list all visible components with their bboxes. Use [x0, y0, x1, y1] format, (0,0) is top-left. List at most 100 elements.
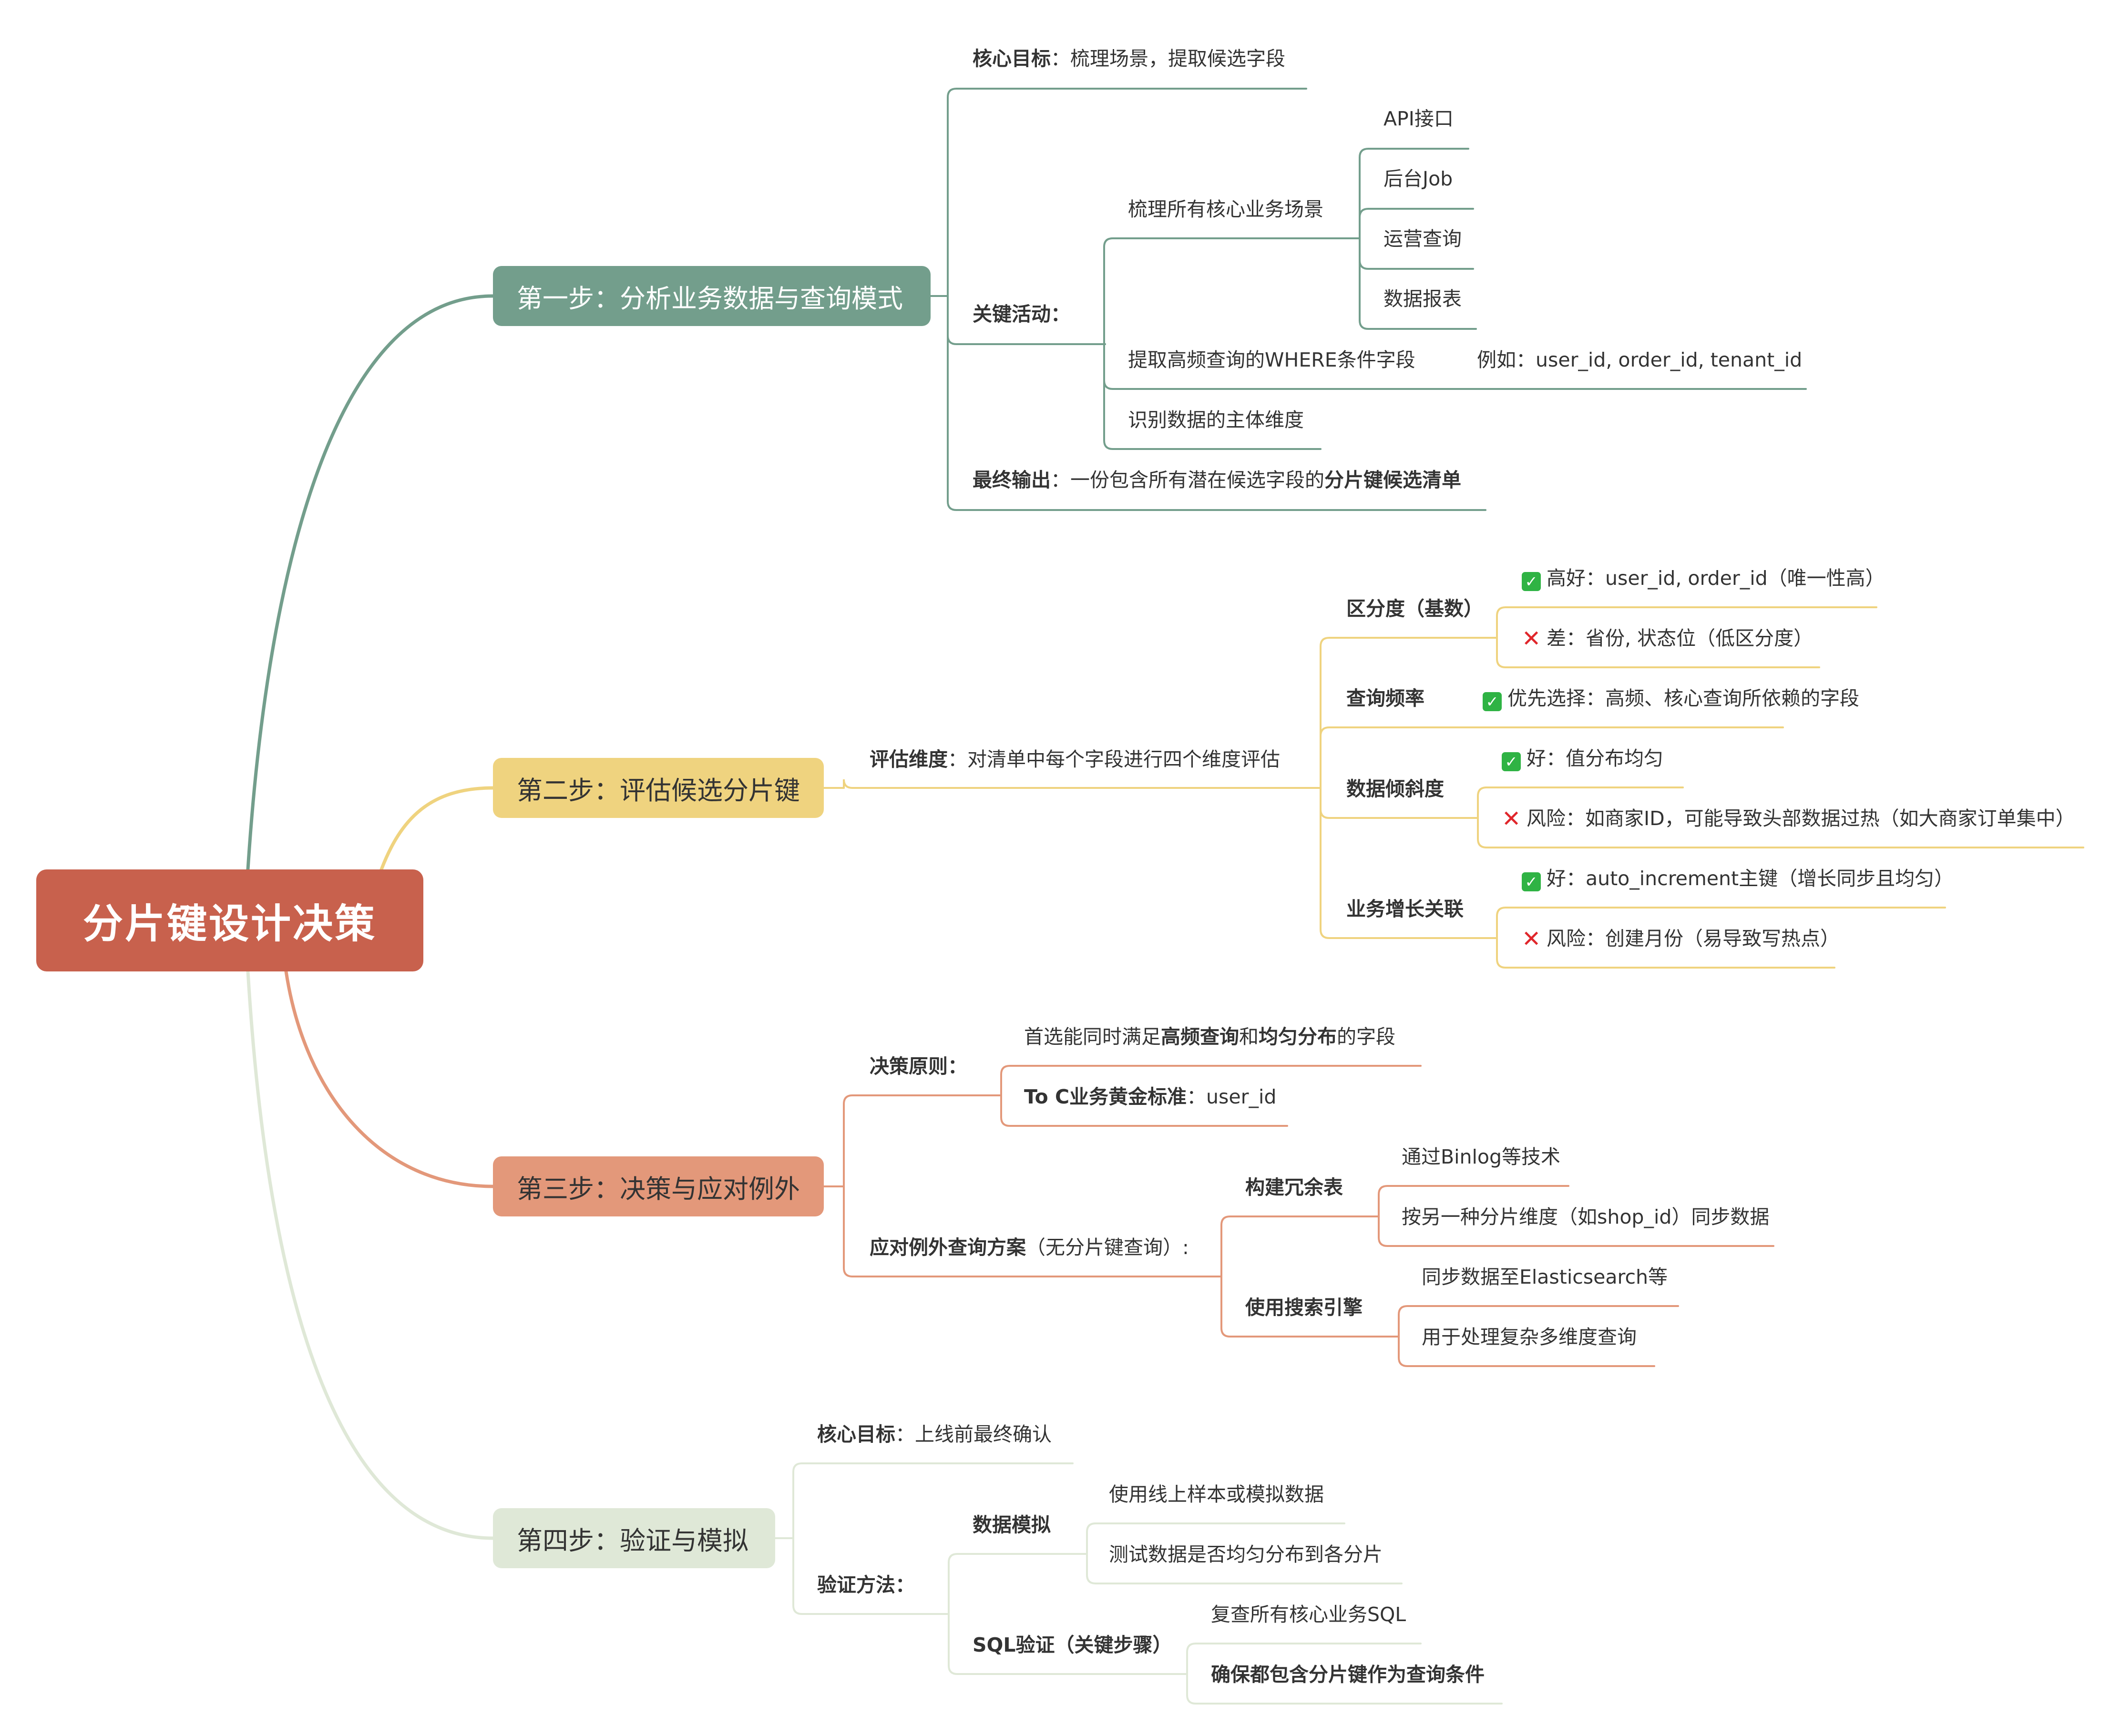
connector-step4-edge-1 — [792, 1537, 950, 1615]
golden-standard[interactable]: To C业务黄金标准：user_id — [1024, 1085, 1276, 1109]
connector-growth-edge-1 — [1496, 937, 1835, 969]
step3-exception[interactable]: 应对例外查询方案（无分片键查询）: — [870, 1236, 1189, 1259]
check-icon: ✓ — [1522, 572, 1541, 591]
data-simulation[interactable]: 数据模拟 — [973, 1513, 1051, 1536]
connector-sql-edge-1 — [1186, 1673, 1503, 1705]
skew-bad[interactable]: ✕风险：如商家ID，可能导致头部数据过热（如大商家订单集中） — [1502, 807, 2075, 830]
cardinality-good-text: 高好：user_id, order_id（唯一性高） — [1547, 567, 1885, 590]
connector-step4-edge-0 — [792, 1462, 1074, 1539]
golden-value: ：user_id — [1187, 1085, 1277, 1108]
sql-item-1[interactable]: 复查所有核心业务SQL — [1211, 1603, 1406, 1626]
connector-step2-dims-edge-1 — [1320, 726, 1784, 789]
cardinality-good[interactable]: ✓ 高好：user_id, order_id（唯一性高） — [1522, 566, 1885, 591]
frequency-good[interactable]: ✓优先选择：高频、核心查询所依赖的字段 — [1483, 686, 1859, 711]
growth-bad[interactable]: ✕风险：创建月份（易导致写热点） — [1522, 927, 1840, 950]
step1-dimension[interactable]: 识别数据的主体维度 — [1128, 408, 1304, 431]
golden-key: To C业务黄金标准 — [1024, 1085, 1187, 1108]
connector-step1-scenarios-edge-1 — [1359, 208, 1474, 239]
check-icon: ✓ — [1483, 692, 1502, 711]
connector-step3-edge-1 — [843, 1185, 1222, 1277]
step1-goal[interactable]: 核心目标：梳理场景，提取候选字段 — [973, 47, 1285, 71]
exception-value: （无分片键查询）: — [1026, 1236, 1189, 1259]
connector-sql-edge-0 — [1186, 1643, 1422, 1675]
connector-sim-edge-1 — [1086, 1553, 1403, 1584]
sim-item-2[interactable]: 测试数据是否均匀分布到各分片 — [1109, 1543, 1383, 1566]
redundant-table[interactable]: 构建冗余表 — [1245, 1176, 1343, 1199]
connector-sim-edge-0 — [1086, 1522, 1345, 1555]
connector-root-step4 — [246, 970, 495, 1540]
connector-step2-edge-0 — [843, 779, 1322, 789]
branch-step1[interactable]: 第一步：分析业务数据与查询模式 — [493, 266, 931, 326]
redundant-item-2[interactable]: 按另一种分片维度（如shop_id）同步数据 — [1402, 1205, 1770, 1228]
scenario-report[interactable]: 数据报表 — [1383, 287, 1462, 310]
step1-activities[interactable]: 关键活动： — [973, 303, 1070, 326]
growth-good[interactable]: ✓好：auto_increment主键（增长同步且均匀） — [1522, 867, 1954, 891]
principle-mid: 和 — [1239, 1025, 1259, 1048]
dim-cardinality[interactable]: 区分度（基数） — [1346, 597, 1483, 620]
step1-output[interactable]: 最终输出：一份包含所有潜在候选字段的分片键候选清单 — [973, 468, 1461, 492]
step1-output-key: 最终输出 — [973, 469, 1051, 491]
connector-search-edge-0 — [1398, 1305, 1679, 1338]
step1-output-mid: ：一份包含所有潜在候选字段的 — [1051, 469, 1324, 491]
connector-step1-activities-edge-0 — [1103, 237, 1361, 345]
check-icon: ✓ — [1522, 872, 1541, 891]
branch-step4[interactable]: 第四步：验证与模拟 — [493, 1508, 775, 1568]
connector-exception-edge-1 — [1220, 1276, 1400, 1338]
step4-goal-value: ：上线前最终确认 — [895, 1423, 1052, 1446]
sql-item-2[interactable]: 确保都包含分片键作为查询条件 — [1211, 1663, 1485, 1686]
branch-step2[interactable]: 第二步：评估候选分片键 — [493, 758, 824, 818]
step1-where-example[interactable]: 例如：user_id, order_id, tenant_id — [1477, 348, 1803, 371]
step2-eval[interactable]: 评估维度：对清单中每个字段进行四个维度评估 — [870, 747, 1280, 771]
dim-frequency[interactable]: 查询频率 — [1346, 687, 1424, 710]
step4-goal[interactable]: 核心目标：上线前最终确认 — [817, 1422, 1052, 1446]
cardinality-bad[interactable]: ✕差：省份, 状态位（低区分度） — [1522, 626, 1813, 650]
principle-bold-1: 高频查询 — [1161, 1025, 1239, 1048]
step1-where[interactable]: 提取高频查询的WHERE条件字段 — [1128, 348, 1415, 371]
connector-principle-edge-0 — [1000, 1065, 1422, 1096]
principle-text[interactable]: 首选能同时满足高频查询和均匀分布的字段 — [1024, 1025, 1395, 1049]
connector-skew-edge-0 — [1477, 786, 1684, 819]
check-icon: ✓ — [1502, 752, 1521, 771]
sql-verify[interactable]: SQL验证（关键步骤） — [973, 1634, 1172, 1656]
step4-goal-key: 核心目标 — [817, 1423, 895, 1446]
step3-principle[interactable]: 决策原则： — [870, 1055, 967, 1078]
search-engine[interactable]: 使用搜索引擎 — [1245, 1296, 1363, 1319]
skew-good-text: 好：值分布均匀 — [1527, 747, 1663, 770]
skew-good[interactable]: ✓ 好：值分布均匀 — [1502, 746, 1663, 771]
cross-icon: ✕ — [1522, 625, 1541, 652]
step4-method[interactable]: 验证方法： — [817, 1573, 915, 1596]
dim-growth[interactable]: 业务增长关联 — [1346, 898, 1464, 920]
scenario-job[interactable]: 后台Job — [1383, 167, 1453, 190]
step2-eval-value: ：对清单中每个字段进行四个维度评估 — [948, 748, 1280, 771]
connector-step1-scenarios-edge-0 — [1359, 148, 1469, 239]
root-topic[interactable]: 分片键设计决策 — [36, 869, 423, 971]
connector-redundant-edge-1 — [1378, 1215, 1774, 1247]
dim-skew[interactable]: 数据倾斜度 — [1346, 777, 1444, 800]
search-item-2[interactable]: 用于处理复杂多维度查询 — [1422, 1326, 1637, 1348]
connector-method-edge-1 — [948, 1613, 1188, 1675]
connector-step2-dims-edge-0 — [1320, 637, 1496, 789]
connector-principle-edge-1 — [1000, 1094, 1288, 1127]
connector-growth-edge-0 — [1496, 907, 1946, 939]
search-item-1[interactable]: 同步数据至Elasticsearch等 — [1422, 1266, 1668, 1288]
connector-method-edge-0 — [948, 1553, 1088, 1615]
step1-scenarios[interactable]: 梳理所有核心业务场景 — [1128, 198, 1323, 221]
scenario-ops[interactable]: 运营查询 — [1383, 227, 1462, 250]
connector-step1-activities-edge-2 — [1103, 343, 1322, 450]
connector-step1-edge-2 — [947, 295, 1486, 511]
connector-exception-edge-0 — [1220, 1215, 1379, 1277]
connector-redundant-edge-0 — [1378, 1185, 1569, 1217]
branch-step3[interactable]: 第三步：决策与应对例外 — [493, 1156, 824, 1216]
step1-goal-key: 核心目标 — [973, 47, 1051, 70]
sim-item-1[interactable]: 使用线上样本或模拟数据 — [1109, 1483, 1324, 1506]
connector-step3-edge-0 — [843, 1094, 1002, 1187]
connector-cardinality-edge-0 — [1496, 606, 1877, 639]
connector-root-step2 — [379, 786, 495, 871]
principle-bold-2: 均匀分布 — [1259, 1025, 1337, 1048]
scenario-api[interactable]: API接口 — [1383, 107, 1454, 130]
skew-bad-text: 风险：如商家ID，可能导致头部数据过热（如大商家订单集中） — [1527, 807, 2075, 830]
redundant-item-1[interactable]: 通过Binlog等技术 — [1402, 1145, 1561, 1168]
